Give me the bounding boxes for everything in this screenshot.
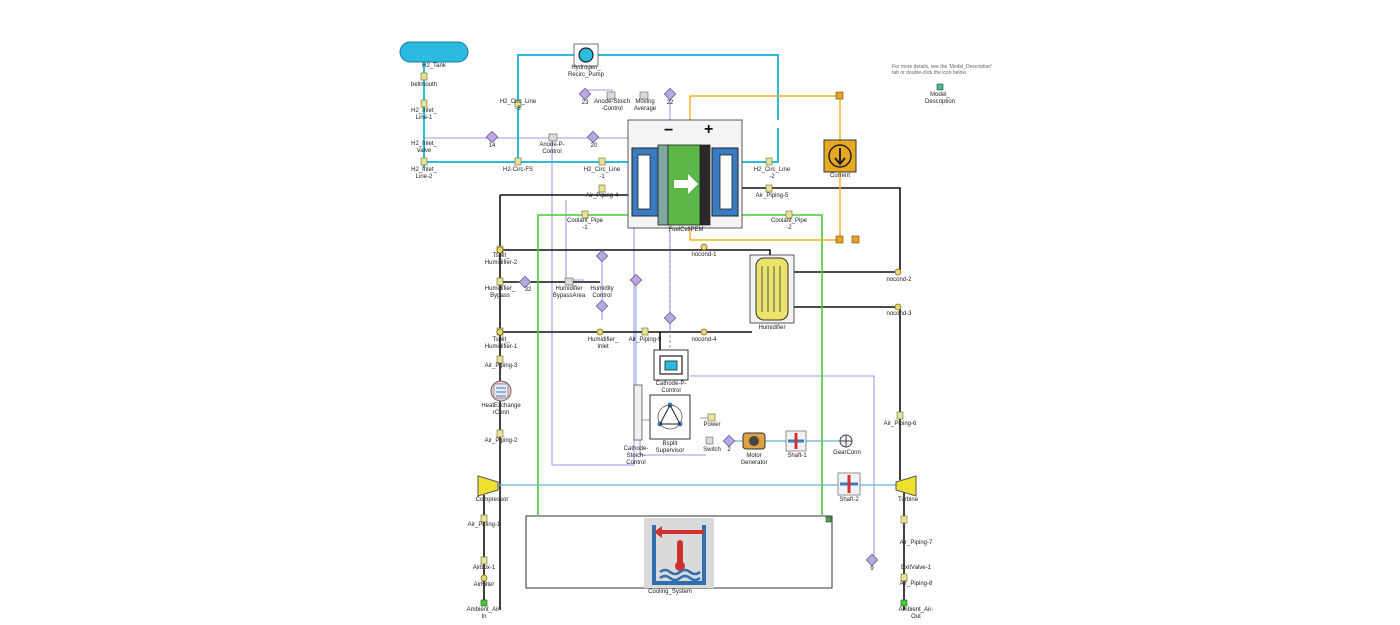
cooling-system-label: Cooling_System: [648, 589, 692, 595]
controller-14-label: 14: [488, 143, 496, 149]
electric-terminals[interactable]: [835, 91, 860, 244]
motor-generator-label: Motor Generator: [740, 453, 768, 466]
motor-generator[interactable]: [742, 432, 766, 450]
h2-circ-line-1-label: H2_Circ_Line -1: [583, 167, 621, 180]
bsplit-supervisor-block[interactable]: [649, 394, 691, 440]
gearconn-icon[interactable]: [839, 434, 853, 448]
heat-exchanger-label: HeatExchange rConn: [481, 403, 521, 416]
turbine-label: Turbine: [897, 497, 919, 503]
hydrogen-lines: [423, 54, 779, 168]
plus-symbol: +: [704, 121, 713, 138]
air-piping-5-label: Air_Piping-5: [755, 193, 789, 199]
model-description-label: Model_ Description: [924, 92, 956, 105]
nocond-1-label: nocond-1: [691, 252, 717, 258]
ambient-air-out-label: Ambient_Air- Out: [898, 607, 934, 620]
controller-32-label: 32: [524, 287, 532, 293]
turbine-icon[interactable]: [895, 475, 917, 497]
tsplit-humidifier-1-label: Tsplit_ Humidifier-1: [484, 337, 518, 350]
coolant-pipe-2-label: Coolant_Pipe -2: [770, 218, 808, 231]
compressor-label: Compressor: [475, 497, 509, 503]
electric-lines: [689, 95, 841, 241]
current-label: Current: [829, 173, 851, 179]
humidifier-bypass-area-label: Humidifier BypassArea: [552, 286, 586, 299]
nocond-4-label: nocond-4: [691, 337, 717, 343]
switch-label: Switch: [703, 447, 721, 453]
moving-average-label: Moving Average: [633, 99, 657, 112]
minus-symbol: −: [664, 122, 673, 139]
ambient-air-in-port[interactable]: [480, 599, 488, 607]
controller-23-label: 23: [581, 100, 589, 106]
h2-tank-label: H2_Tank: [422, 63, 446, 69]
h2-inlet-valve-label: H2_Inlet_ Valve: [411, 141, 437, 154]
air-piping-6-label: Air_Piping-6: [883, 421, 917, 427]
h2-circ-line-2-label: H2_Circ_Line -2: [753, 167, 791, 180]
junction-circles[interactable]: [480, 243, 902, 582]
air-filter-label: AirFilter: [473, 582, 495, 588]
shaft-1-label: Shaft-1: [787, 453, 807, 459]
ambient-air-in-label: Ambient_Air- In: [466, 607, 502, 620]
coolant-lines: [537, 214, 823, 515]
shaft-lines: [494, 440, 898, 486]
air-piping-9-label: Air_Piping-9: [628, 337, 662, 343]
controller-diamonds[interactable]: [485, 87, 879, 567]
h2-circ-line-3-label: H2_Circ_Line -3: [499, 99, 537, 112]
hydrogen-pump-label: Hydrogen_ Recirc_Pump: [567, 65, 605, 78]
shaft-2-label: Shaft-2: [839, 497, 859, 503]
tsplit-humidifier-2-label: Tsplit_ Humidifier-2: [484, 253, 518, 266]
compressor-icon[interactable]: [477, 475, 499, 497]
h2-inlet-line-2-label: H2_Inlet_ Line-2: [411, 167, 437, 180]
exit-valve-label: ExitValve-1: [901, 565, 931, 571]
controller-9-label: 9: [870, 566, 874, 572]
pipe-components[interactable]: [420, 72, 908, 582]
anode-stoich-label: Anode-Stoich -Control: [593, 99, 631, 112]
heat-exchanger-icon[interactable]: [490, 380, 512, 402]
h2-inlet-line-1-label: H2_Inlet_ Line-1: [411, 108, 437, 121]
humidity-control-label: Humidity Control: [590, 286, 614, 299]
air-piping-7-label: Air_Piping-7: [899, 540, 933, 546]
air-piping-1-label: Air_Piping-1: [467, 522, 501, 528]
cooling-system-block[interactable]: [525, 515, 833, 589]
h2-circ-fs-label: H2-Circ-FS: [503, 167, 533, 173]
air-piping-4-label: Air_Piping-4: [585, 193, 619, 199]
model-description-icon[interactable]: [936, 83, 944, 91]
cathode-p-control-block[interactable]: [653, 349, 689, 381]
coolant-pipe-1-label: Coolant_Pipe -1: [566, 218, 604, 231]
shaft-1-icon[interactable]: [785, 430, 807, 452]
anode-p-control-label: Anode-P- Control: [539, 142, 565, 155]
h2-tank[interactable]: [399, 41, 469, 63]
bellmouth-label: bellmouth: [410, 82, 438, 88]
fuelcell-stack[interactable]: − +: [627, 119, 743, 229]
fuelcell-label: FuelCellPEM: [668, 227, 704, 233]
controller-20-label: 20: [590, 143, 598, 149]
nocond-3-label: nocond-3: [886, 311, 912, 317]
air-piping-8-label: Air_Piping-8: [899, 581, 933, 587]
power-label: Power: [703, 422, 721, 428]
hydrogen-pump-icon[interactable]: [573, 43, 599, 67]
humidifier-inlet-label: Humidifier_ Inlet: [587, 337, 619, 350]
note-text: For more details, see the 'Model_Descrip…: [892, 64, 993, 76]
current-source[interactable]: [823, 139, 857, 173]
controller-22-label: 22: [666, 100, 674, 106]
cathode-stoich-column[interactable]: [633, 384, 643, 441]
shaft-2-icon[interactable]: [837, 472, 861, 496]
airbox-1-label: Airbox-1: [472, 565, 496, 571]
gearconn-label: GearConn: [833, 450, 861, 456]
cathode-stoich-label: Cathode- Stoich- Control: [623, 446, 649, 466]
ambient-air-out-port[interactable]: [900, 599, 908, 607]
nocond-2-label: nocond-2: [886, 277, 912, 283]
controller-2-label: 2: [727, 447, 731, 453]
air-lines: [483, 187, 905, 610]
humidifier-bypass-label: Humidifier_ Bypass: [484, 286, 516, 299]
air-piping-2-label: Air_Piping-2: [484, 438, 518, 444]
humidifier-unit[interactable]: [749, 254, 795, 324]
air-piping-3-label: Air_Piping-3: [484, 363, 518, 369]
bsplit-supervisor-label: Bsplit Supervisor: [655, 441, 685, 454]
cathode-p-control-label: Cathode-P- Control: [655, 381, 687, 394]
humidifier-label: Humidifier: [758, 325, 786, 331]
